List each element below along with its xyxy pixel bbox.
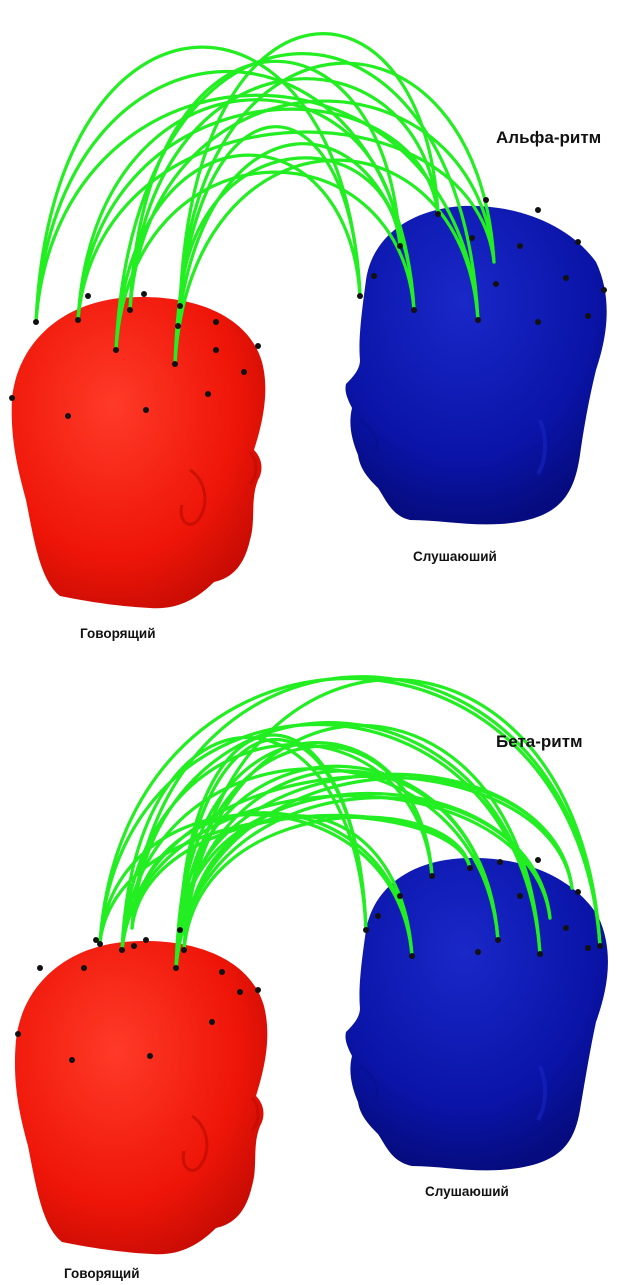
electrode-dot	[563, 275, 569, 281]
electrode-dot	[175, 323, 181, 329]
speaker-head	[15, 941, 267, 1254]
electrode-dot	[147, 1053, 153, 1059]
electrode-dot	[493, 281, 499, 287]
electrode-dot	[397, 243, 403, 249]
listener-head	[345, 858, 607, 1171]
electrode-dot	[429, 873, 435, 879]
electrode-dot	[495, 937, 501, 943]
electrode-dot	[75, 317, 81, 323]
electrode-dot	[219, 969, 225, 975]
alpha-scene	[0, 0, 620, 650]
electrode-dot	[181, 947, 187, 953]
listener-head	[345, 206, 606, 525]
electrode-dot	[585, 313, 591, 319]
electrode-dot	[397, 893, 403, 899]
electrode-dot	[375, 913, 381, 919]
beta-panel: Бета-ритм Слушаюший Говорящий	[0, 650, 620, 1285]
electrode-dot	[33, 319, 39, 325]
electrode-dot	[469, 235, 475, 241]
electrode-dot	[371, 273, 377, 279]
electrode-dot	[241, 369, 247, 375]
alpha-panel: Альфа-ритм Слушаюший Говорящий	[0, 0, 620, 650]
electrode-dot	[517, 243, 523, 249]
electrode-dot	[537, 951, 543, 957]
speaker-label: Говорящий	[64, 1266, 140, 1281]
electrode-dot	[213, 319, 219, 325]
electrode-dot	[467, 865, 473, 871]
electrode-dot	[255, 343, 261, 349]
electrode-dot	[131, 943, 137, 949]
electrode-dot	[119, 947, 125, 953]
electrode-dot	[177, 303, 183, 309]
electrode-dot	[563, 925, 569, 931]
electrode-dot	[497, 859, 503, 865]
electrode-dot	[475, 949, 481, 955]
electrode-dot	[475, 317, 481, 323]
electrode-dot	[535, 207, 541, 213]
electrode-dot	[575, 239, 581, 245]
electrode-dot	[37, 965, 43, 971]
electrode-dot	[177, 927, 183, 933]
electrode-dot	[597, 943, 603, 949]
electrode-dot	[601, 287, 607, 293]
rhythm-title: Альфа-ритм	[496, 128, 601, 148]
electrode-dot	[535, 857, 541, 863]
electrode-dot	[237, 989, 243, 995]
electrode-dot	[97, 941, 103, 947]
electrode-dot	[483, 197, 489, 203]
electrode-dot	[69, 1057, 75, 1063]
electrode-dot	[85, 293, 91, 299]
electrode-dot	[209, 1019, 215, 1025]
electrode-dot	[141, 291, 147, 297]
electrode-dot	[255, 987, 261, 993]
electrode-dot	[143, 937, 149, 943]
electrode-dot	[411, 307, 417, 313]
electrode-dot	[113, 347, 119, 353]
electrode-dot	[535, 319, 541, 325]
electrode-dot	[9, 395, 15, 401]
electrode-dot	[15, 1031, 21, 1037]
electrode-dot	[357, 293, 363, 299]
electrode-dot	[127, 307, 133, 313]
electrode-dot	[143, 407, 149, 413]
electrode-dot	[173, 965, 179, 971]
electrode-dot	[363, 927, 369, 933]
electrode-dot	[213, 347, 219, 353]
rhythm-title: Бета-ритм	[496, 732, 583, 752]
electrode-dot	[575, 889, 581, 895]
speaker-head	[12, 297, 266, 608]
listener-label: Слушаюший	[425, 1184, 509, 1199]
electrode-dot	[205, 391, 211, 397]
electrode-dot	[172, 361, 178, 367]
speaker-label: Говорящий	[80, 626, 156, 641]
electrode-dot	[435, 211, 441, 217]
electrode-dot	[585, 945, 591, 951]
listener-label: Слушаюший	[413, 549, 497, 564]
electrode-dot	[81, 965, 87, 971]
electrode-dot	[65, 413, 71, 419]
electrode-dot	[409, 953, 415, 959]
electrode-dot	[517, 893, 523, 899]
